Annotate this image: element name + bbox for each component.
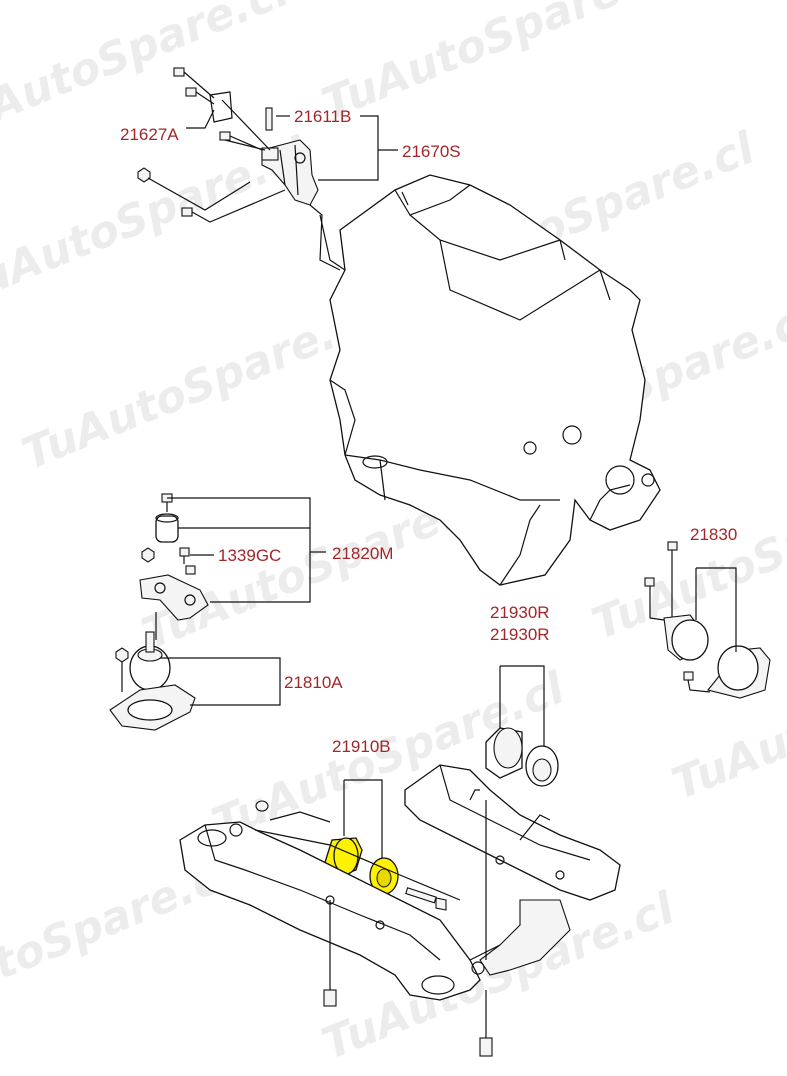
bolt-icon <box>181 207 193 217</box>
bolt-icon <box>323 900 337 1007</box>
label-21830: 21830 <box>690 525 737 544</box>
bolt-icon <box>644 577 655 618</box>
label-21627a: 21627A <box>120 125 179 144</box>
label-21910b: 21910B <box>332 737 391 756</box>
engine-mount-21810a <box>109 631 196 731</box>
bolt-icon <box>185 87 215 105</box>
label-21670s: 21670S <box>402 142 461 161</box>
bolt-icon <box>667 541 678 620</box>
nut-icon <box>137 167 151 183</box>
bolt-icon <box>683 671 694 681</box>
left-mount-bracket <box>139 493 209 640</box>
bolt-icon <box>179 547 190 564</box>
bolt-icon <box>161 493 173 512</box>
stud-icon <box>265 107 273 131</box>
label-21810a: 21810A <box>284 673 343 692</box>
bolt-icon <box>405 887 447 911</box>
label-1339gc: 1339GC <box>218 546 281 565</box>
label-21930r-a: 21930R <box>490 603 550 622</box>
bolt-icon <box>185 565 196 575</box>
nut-icon <box>141 547 155 563</box>
bushing-icon <box>155 513 179 543</box>
nut-icon <box>115 647 129 663</box>
bolt-icon <box>219 131 263 151</box>
bolt-icon <box>479 990 493 1057</box>
watermark: TuAutoSpare.cl <box>15 292 382 480</box>
label-21611b: 21611B <box>294 107 351 126</box>
upper-mount-bracket <box>137 67 341 271</box>
engine-block <box>319 174 661 586</box>
watermark: TuAutoSpare.cl <box>315 0 682 130</box>
label-21820m: 21820M <box>332 544 393 563</box>
label-21930r-b: 21930R <box>490 625 550 644</box>
bolt-icon <box>173 67 215 99</box>
bushing-21930r <box>485 727 559 787</box>
transmission-mount-21830 <box>644 541 771 699</box>
washer-icon <box>255 800 269 812</box>
